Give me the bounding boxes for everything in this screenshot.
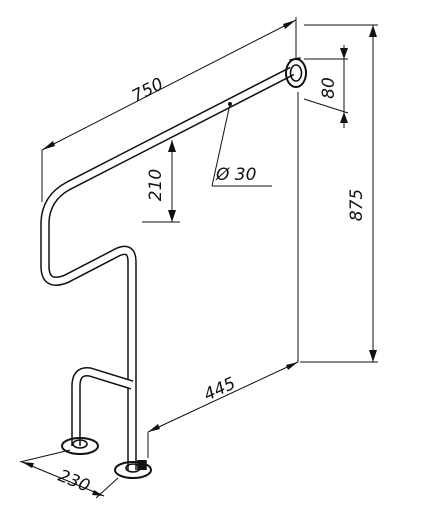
label-230: 230 (55, 466, 93, 497)
label-750: 750 (129, 74, 167, 107)
label-875: 875 (347, 189, 367, 221)
dimension-diameter: Ø 30 (211, 102, 272, 187)
label-80: 80 (319, 77, 339, 99)
dimension-210: 210 (142, 140, 180, 223)
handrail-pipe (40, 66, 295, 470)
wall-flange (285, 57, 307, 88)
floor-flange-rear (61, 437, 99, 455)
dimension-230: 230 (19, 449, 119, 499)
floor-flange-front (114, 461, 152, 479)
label-diameter: Ø 30 (215, 165, 256, 185)
dimension-445: 445 (147, 361, 299, 458)
dimension-875: 875 (300, 24, 378, 363)
label-445: 445 (201, 374, 239, 406)
label-210: 210 (146, 169, 166, 201)
dimension-750: 750 (41, 17, 297, 202)
dimension-80: 80 (303, 45, 349, 128)
